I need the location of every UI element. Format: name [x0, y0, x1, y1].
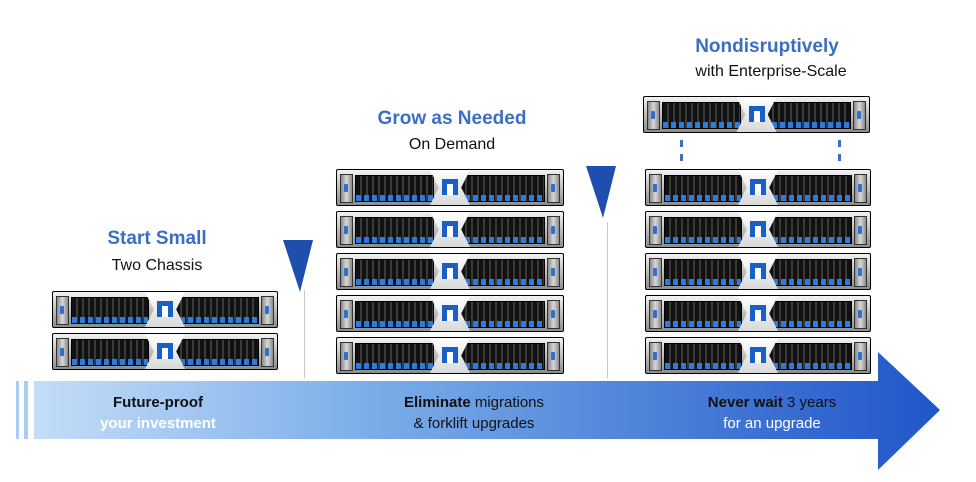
storage-logo-icon: [750, 263, 766, 279]
server-chassis-icon: [52, 291, 278, 328]
stage-1-subheading: Two Chassis: [111, 257, 203, 274]
server-chassis-icon: [645, 169, 871, 206]
connector-dash-left: [680, 154, 683, 161]
server-chassis-icon: [645, 211, 871, 248]
separator-line-1: [304, 290, 305, 378]
storage-logo-icon: [157, 343, 173, 359]
server-chassis-icon: [336, 295, 564, 332]
stage-2-caption-bold: Eliminate: [403, 394, 471, 411]
server-chassis-icon: [336, 169, 564, 206]
server-chassis-icon: [645, 337, 871, 374]
storage-logo-icon: [748, 106, 765, 122]
arrow-body: [34, 352, 940, 470]
stage-3-caption-rest: 3 years: [782, 394, 837, 411]
server-chassis-icon: [52, 333, 278, 370]
storage-logo-icon: [157, 301, 173, 317]
storage-logo-icon: [750, 347, 766, 363]
stage-3-caption-line2: for an upgrade: [723, 415, 821, 432]
stage-1-caption-bold: Future-proof: [113, 394, 203, 411]
stage-2-subheading: On Demand: [408, 136, 496, 153]
storage-logo-icon: [442, 305, 458, 321]
connector-dash-right: [838, 154, 841, 161]
server-chassis-icon: [336, 337, 564, 374]
server-chassis-icon: [643, 96, 870, 133]
arrow-tick-2: [24, 381, 28, 439]
storage-logo-icon: [442, 263, 458, 279]
server-chassis-icon: [336, 253, 564, 290]
stage-3-caption: Never wait 3 years for an upgrade: [708, 392, 836, 434]
storage-logo-icon: [442, 179, 458, 195]
server-chassis-icon: [336, 211, 564, 248]
separator-line-2: [607, 222, 608, 378]
down-pointer-icon: [283, 240, 313, 292]
server-chassis-icon: [645, 295, 871, 332]
stage-2-heading: Grow as Needed: [377, 108, 527, 129]
server-chassis-icon: [645, 253, 871, 290]
stage-1-heading: Start Small: [107, 228, 207, 249]
arrow-tick-1: [16, 381, 19, 439]
stage-3-caption-bold: Never wait: [707, 394, 783, 411]
stage-3-subheading: with Enterprise-Scale: [695, 63, 847, 80]
storage-logo-icon: [750, 179, 766, 195]
connector-dash-left: [680, 140, 683, 147]
stage-2-caption-line2: & forklift upgrades: [413, 415, 535, 432]
storage-logo-icon: [750, 305, 766, 321]
storage-logo-icon: [442, 221, 458, 237]
down-pointer-icon: [586, 166, 616, 218]
stage-1-caption-line2: your investment: [100, 415, 216, 432]
stage-3-heading: Nondisruptively: [695, 36, 839, 57]
stage-2-caption-rest: migrations: [470, 394, 545, 411]
stage-2-caption: Eliminate migrations & forklift upgrades: [404, 392, 544, 434]
stage-1-caption: Future-proof your investment: [100, 392, 216, 434]
connector-dash-right: [838, 140, 841, 147]
storage-logo-icon: [750, 221, 766, 237]
storage-logo-icon: [442, 347, 458, 363]
